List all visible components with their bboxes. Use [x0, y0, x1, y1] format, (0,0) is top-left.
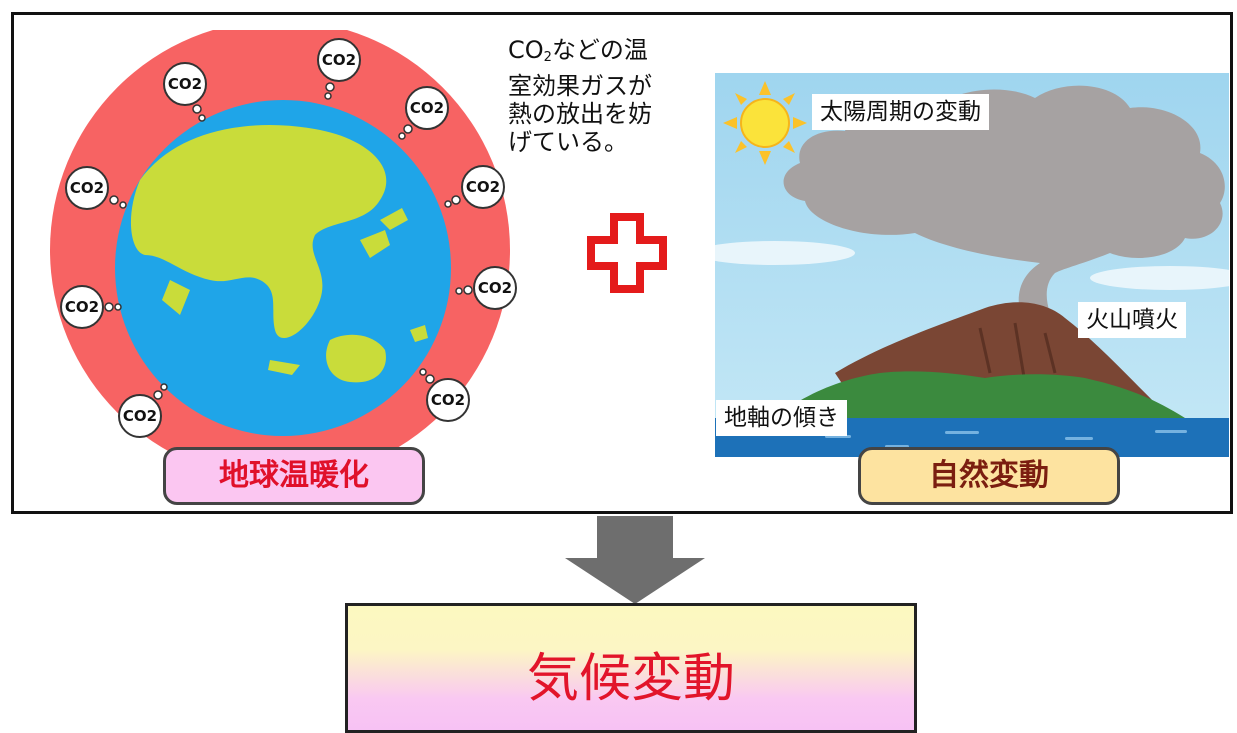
note-line-4: げている。: [508, 128, 628, 156]
co2-bubble-label: CO2: [466, 178, 500, 196]
note-line-3: 熱の放出を妨: [508, 100, 652, 128]
co2-bubble: CO2: [163, 62, 207, 122]
volcanic-eruption-label: 火山噴火: [1078, 302, 1186, 338]
climate-change-label: 気候変動: [526, 649, 735, 709]
greenhouse-note: CO2などの温 室効果ガスが 熱の放出を妨 げている。: [508, 36, 658, 156]
co2-bubble-label: CO2: [70, 179, 104, 197]
co2-bubble: CO2: [419, 368, 470, 422]
result-box: 気候変動: [345, 603, 917, 733]
down-arrow-icon: [565, 516, 705, 604]
solar-cycle-label: 太陽周期の変動: [812, 94, 989, 130]
co2-bubble: CO2: [398, 86, 449, 140]
note-line1-suffix: などの温: [551, 36, 648, 64]
co2-bubble-label: CO2: [322, 51, 356, 69]
co2-bubble-label: CO2: [478, 279, 512, 297]
co2-bubble-label: CO2: [410, 99, 444, 117]
note-line-2: 室効果ガスが: [508, 72, 652, 100]
global-warming-label: 地球温暖化: [163, 447, 425, 505]
island-vegetation: [775, 371, 1185, 418]
co2-bubble-label: CO2: [123, 407, 157, 425]
natural-variation-label: 自然変動: [858, 447, 1120, 505]
co2-bubble: CO2: [455, 266, 517, 310]
note-subscript: 2: [543, 50, 552, 65]
co2-bubble: CO2: [118, 383, 168, 438]
co2-bubble: CO2: [317, 38, 361, 100]
co2-bubble-label: CO2: [65, 298, 99, 316]
natural-variation-illustration: [715, 73, 1229, 457]
global-warming-illustration: [50, 30, 510, 480]
co2-bubble: CO2: [444, 165, 505, 209]
sun-icon: [723, 81, 807, 165]
co2-bubble-label: CO2: [431, 391, 465, 409]
note-line-1: CO2などの温: [508, 36, 658, 72]
co2-bubbles: CO2 CO2 CO2 CO2 CO2 CO2 CO2 CO2 CO2: [60, 38, 517, 438]
ash-cloud: [783, 85, 1225, 313]
co2-bubble: CO2: [60, 285, 122, 329]
plus-icon: [587, 213, 667, 293]
co2-bubble: CO2: [65, 166, 127, 210]
axial-tilt-label: 地軸の傾き: [716, 400, 847, 436]
note-co: CO: [508, 36, 544, 64]
co2-bubble-label: CO2: [168, 75, 202, 93]
earth-continents: [130, 125, 428, 383]
